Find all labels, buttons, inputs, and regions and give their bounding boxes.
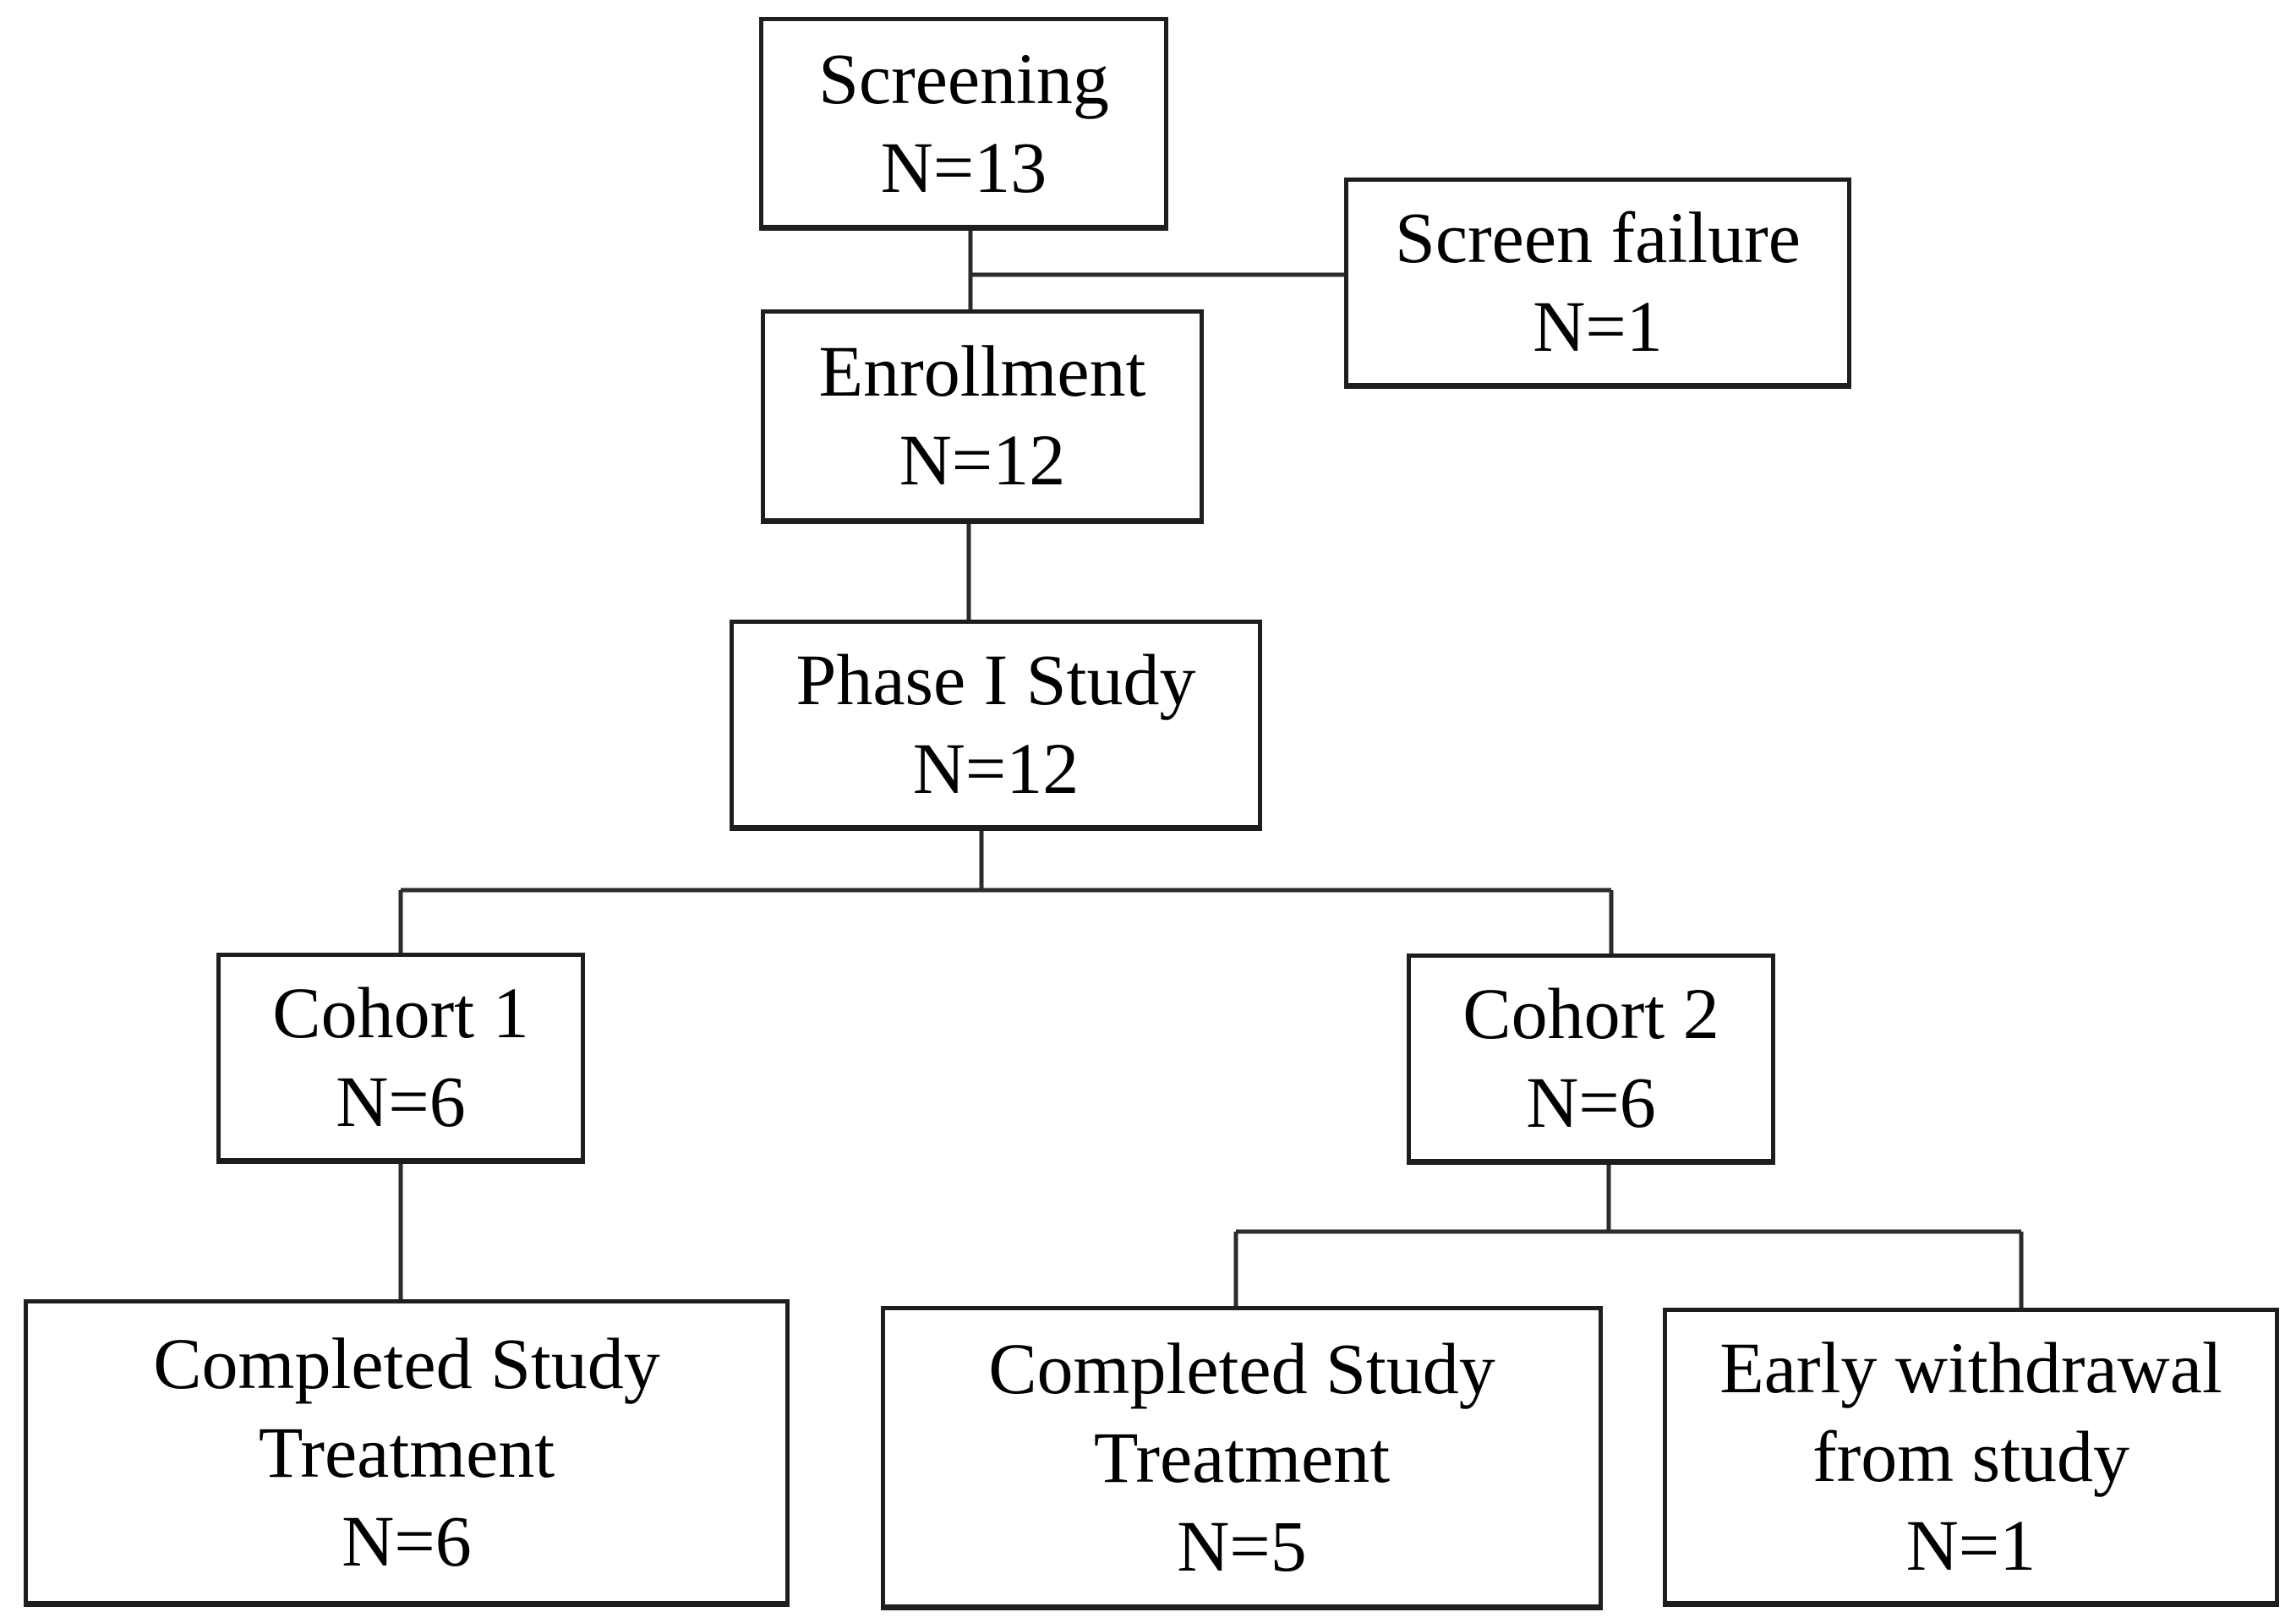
node-cohort-1-label: Cohort 1 [272, 972, 529, 1053]
node-completed-cohort-1-count: N=6 [342, 1500, 472, 1582]
node-completed-treatment-cohort-2: Completed Study Treatment N=5 [881, 1306, 1603, 1610]
node-early-withdrawal-label-line-2: from study [1812, 1415, 2130, 1497]
node-cohort-1: Cohort 1 N=6 [216, 953, 585, 1164]
node-screening-count: N=13 [880, 126, 1047, 208]
node-enrollment-count: N=12 [899, 419, 1066, 500]
node-cohort-1-count: N=6 [336, 1061, 466, 1142]
node-screen-failure-label: Screen failure [1395, 197, 1801, 278]
node-cohort-2-label: Cohort 2 [1462, 973, 1719, 1054]
node-screening: Screening N=13 [759, 17, 1168, 231]
node-completed-treatment-cohort-1: Completed Study Treatment N=6 [24, 1299, 790, 1607]
node-enrollment-label: Enrollment [818, 331, 1146, 412]
node-early-withdrawal: Early withdrawal from study N=1 [1663, 1308, 2279, 1607]
node-completed-cohort-1-label-line-2: Treatment [258, 1411, 555, 1493]
node-screen-failure-count: N=1 [1533, 286, 1663, 367]
node-cohort-2-count: N=6 [1526, 1062, 1656, 1143]
node-completed-cohort-2-label-line-1: Completed Study [988, 1327, 1495, 1409]
node-phase-1-study-label: Phase I Study [795, 639, 1196, 720]
node-completed-cohort-1-label-line-1: Completed Study [153, 1322, 660, 1404]
node-phase-1-study-count: N=12 [912, 728, 1080, 809]
node-cohort-2: Cohort 2 N=6 [1407, 954, 1775, 1165]
node-phase-1-study: Phase I Study N=12 [730, 620, 1262, 831]
node-early-withdrawal-label-line-1: Early withdrawal [1719, 1326, 2222, 1408]
node-early-withdrawal-count: N=1 [1905, 1504, 2036, 1586]
node-screening-label: Screening [818, 37, 1109, 119]
node-completed-cohort-2-count: N=5 [1177, 1505, 1307, 1587]
node-completed-cohort-2-label-line-2: Treatment [1093, 1416, 1391, 1498]
node-enrollment: Enrollment N=12 [761, 309, 1204, 524]
node-screen-failure: Screen failure N=1 [1344, 178, 1851, 389]
